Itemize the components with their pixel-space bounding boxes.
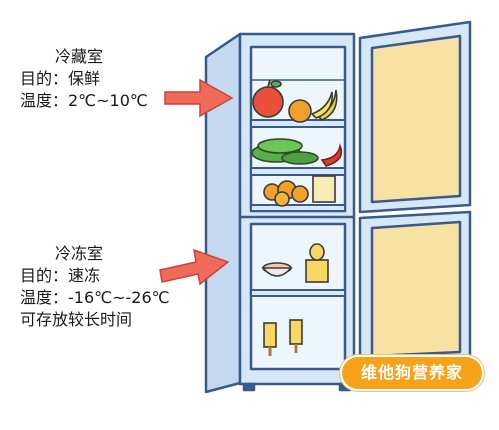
freezer-temperature: 温度：-16℃~-26℃ [20,288,170,307]
fridge-compartment-label: 冷藏室 目的：保鲜 温度：2℃~10℃ [20,46,148,112]
freezer-title: 冷冻室 [55,244,104,263]
fridge-title: 冷藏室 [55,47,104,66]
popsicle-icon [289,319,303,345]
fridge-temperature: 温度：2℃~10℃ [20,91,148,110]
freezer-purpose: 目的：速冻 [20,266,101,285]
box-icon [312,175,336,203]
apple-icon [252,86,284,118]
freezer-note: 可存放较长时间 [20,310,133,329]
freezer-arrow-icon [159,248,230,286]
fruit-group [252,79,338,123]
freezer-items [261,243,329,356]
fridge-body [204,32,356,394]
fridge-purpose: 目的：保鲜 [20,69,101,88]
freezer-compartment-label: 冷冻室 目的：速冻 温度：-16℃~-26℃ 可存放较长时间 [20,243,170,331]
fridge-shelves [250,79,346,297]
orange-icon [288,99,312,123]
fridge-door [358,20,472,214]
vegetable-group [251,138,343,167]
popsicle-icon [263,322,277,348]
fridge-arrow-icon [164,78,234,118]
freezer-door [358,210,472,388]
brand-watermark: 维他狗营养家 [342,357,482,389]
jar-icon [305,259,329,283]
chili-icon [320,143,343,167]
pantry-group [263,175,336,207]
